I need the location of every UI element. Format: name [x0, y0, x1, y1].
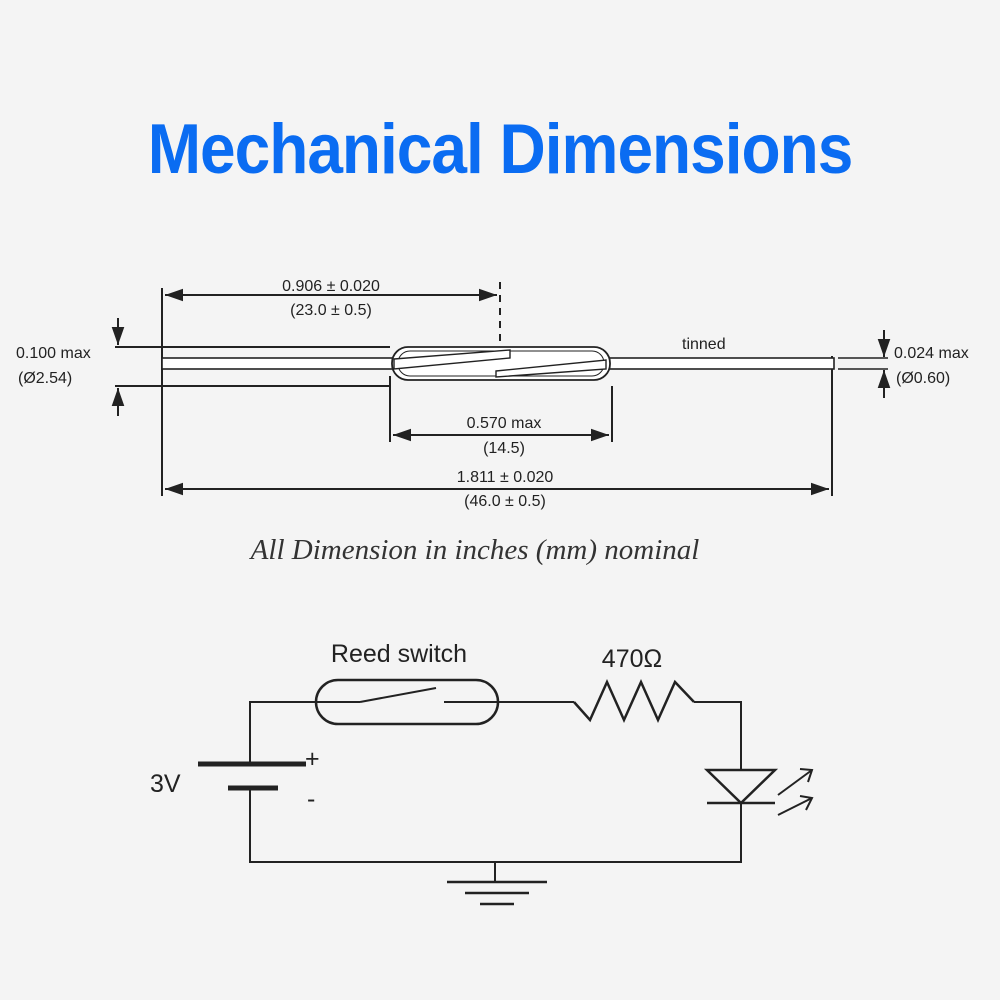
lead-finish-label: tinned	[682, 336, 726, 353]
overall-length-inches: 1.811 ± 0.020	[457, 469, 554, 486]
glass-length-mm: (14.5)	[483, 440, 525, 457]
right-lead	[605, 357, 835, 370]
lead-length-inches: 0.906 ± 0.020	[282, 278, 380, 295]
page-title: Mechanical Dimensions	[147, 109, 854, 189]
lead-length-mm: (23.0 ± 0.5)	[290, 302, 372, 319]
left-lead	[161, 357, 395, 370]
glass-diameter-bottom-line	[115, 376, 391, 387]
glass-diameter-inches: 0.100 max	[16, 345, 91, 362]
glass-diameter-mm: (Ø2.54)	[18, 370, 72, 387]
dimension-note: All Dimension in inches (mm) nominal	[250, 534, 700, 566]
left-reed	[393, 349, 511, 370]
overall-length-mm: (46.0 ± 0.5)	[464, 493, 546, 510]
right-reed	[495, 359, 607, 378]
lead-diameter-mm: (Ø0.60)	[896, 370, 950, 387]
glass-length-inches: 0.570 max	[467, 415, 542, 432]
lead-diameter-inches: 0.024 max	[894, 345, 969, 362]
